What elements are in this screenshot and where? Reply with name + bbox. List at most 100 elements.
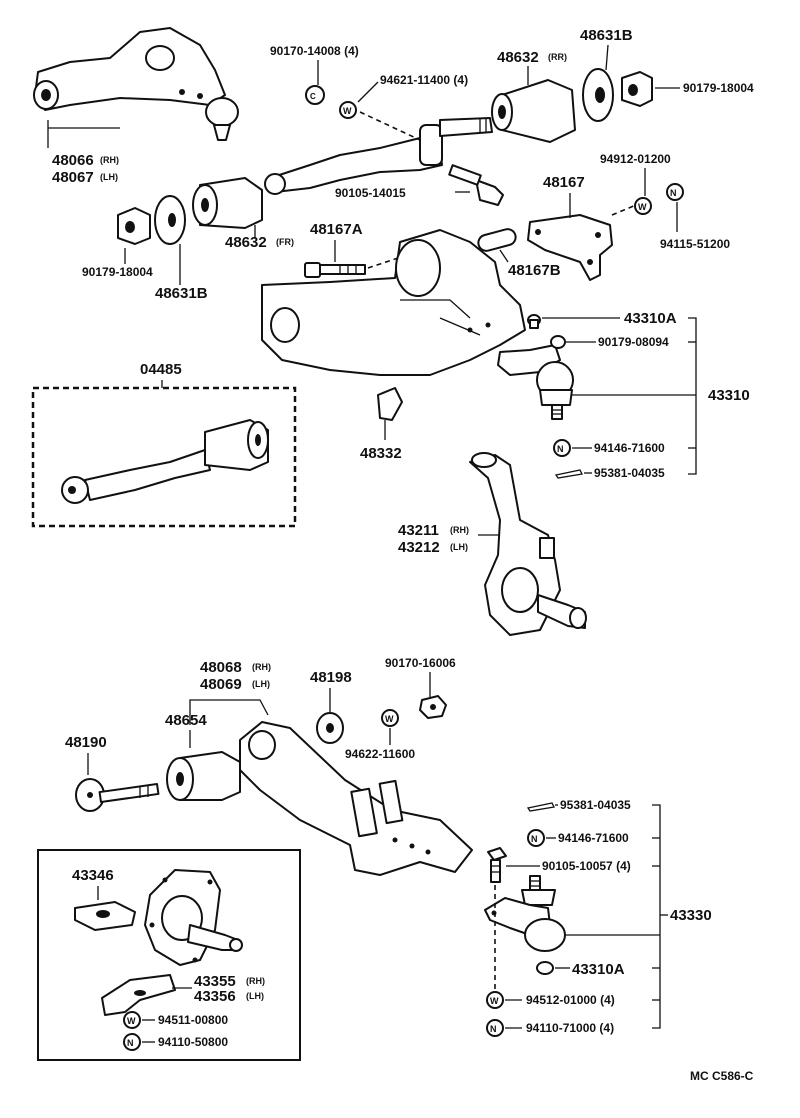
label-43355: 43355: [194, 973, 236, 990]
label-48167b: 48167B: [508, 262, 561, 279]
cotter-pin-95381-top: [554, 469, 583, 479]
label-48631b-left: 48631B: [155, 285, 208, 302]
shim-43346: [74, 901, 136, 931]
ball-joint-43330: [484, 875, 566, 952]
label-48632-rr-side: (RR): [548, 52, 567, 62]
label-48066-side: (RH): [100, 155, 119, 165]
label-43330: 43330: [670, 907, 712, 924]
nut-n-94146-bot: N: [527, 829, 545, 847]
bolt-48190: [75, 778, 160, 812]
svg-text:W: W: [638, 202, 647, 212]
svg-text:W: W: [127, 1016, 136, 1026]
label-48066: 48066: [52, 152, 94, 169]
label-94621-11400: 94621-11400 (4): [380, 73, 468, 87]
bushing-48632-fr: [192, 177, 263, 229]
label-48068-side: (RH): [252, 662, 271, 672]
svg-text:N: N: [490, 1024, 497, 1034]
label-48067-side: (LH): [100, 172, 118, 182]
label-94146-71600-top: 94146-71600: [594, 441, 665, 455]
label-04485: 04485: [140, 361, 182, 378]
kit-shaft-assembly: [61, 419, 269, 504]
bolt-90105-10057: [487, 847, 507, 883]
steering-knuckle-43211: [469, 452, 587, 636]
label-43212-side: (LH): [450, 542, 468, 552]
label-48069: 48069: [200, 676, 242, 693]
label-43212: 43212: [398, 539, 440, 556]
label-48632-fr-side: (FR): [276, 237, 294, 247]
svg-text:W: W: [385, 714, 394, 724]
dust-cover-43355: [101, 974, 176, 1016]
bushing-48654: [166, 751, 241, 801]
washer-w-94621: W: [339, 101, 357, 119]
label-48167: 48167: [543, 174, 585, 191]
nut-90179-18004-left: [117, 207, 151, 245]
label-43356-side: (LH): [246, 991, 264, 1001]
label-90170-16006: 90170-16006: [385, 656, 456, 670]
bracket-48167: [527, 214, 613, 281]
washer-48631b-top: [582, 68, 614, 122]
label-43310: 43310: [708, 387, 750, 404]
label-43355-side: (RH): [246, 976, 265, 986]
nut-n-94115: N: [666, 183, 684, 201]
label-48632-rr: 48632: [497, 49, 539, 66]
label-48332: 48332: [360, 445, 402, 462]
upper-arm-shaft: [264, 117, 493, 195]
label-43356: 43356: [194, 988, 236, 1005]
upper-control-arm: [261, 229, 526, 376]
label-94110-71000: 94110-71000 (4): [526, 1021, 614, 1035]
label-95381-04035-bot: 95381-04035: [560, 798, 631, 812]
nut-90170-16006: [419, 695, 447, 719]
label-90170-14008: 90170-14008 (4): [270, 44, 359, 58]
svg-text:N: N: [127, 1038, 134, 1048]
washer-w-94912: W: [634, 197, 652, 215]
cotter-pin-95381-bot: [526, 802, 555, 812]
label-94115-51200: 94115-51200: [660, 237, 730, 251]
ball-joint-43310: [497, 344, 574, 420]
diagram-code: MC C586-C: [690, 1069, 754, 1083]
bump-stopper-48332: [377, 387, 403, 421]
label-48190: 48190: [65, 734, 107, 751]
washer-w-94511: W: [123, 1011, 141, 1029]
nut-n-94110-71000: N: [486, 1019, 504, 1037]
bolt-48167a: [304, 262, 366, 278]
kit-box-04485: [31, 386, 297, 528]
label-48632-fr: 48632: [225, 234, 267, 251]
label-90179-08094: 90179-08094: [598, 335, 669, 349]
svg-text:W: W: [343, 106, 352, 116]
label-48069-side: (LH): [252, 679, 270, 689]
nut-90179-08094: [550, 335, 566, 349]
label-48167a: 48167A: [310, 221, 363, 238]
nut-90170-14008: C: [305, 85, 325, 105]
label-48631b-top: 48631B: [580, 27, 633, 44]
label-90179-18004-top: 90179-18004: [683, 81, 754, 95]
label-94146-71600-bot: 94146-71600: [558, 831, 629, 845]
label-43211: 43211: [398, 522, 439, 539]
pin-48167b: [477, 228, 517, 252]
label-94512-01000: 94512-01000 (4): [526, 993, 615, 1007]
bolt-90105-14015: [448, 164, 504, 206]
label-48198: 48198: [310, 669, 352, 686]
svg-text:N: N: [670, 188, 677, 198]
washer-48198: [316, 712, 344, 744]
label-48067: 48067: [52, 169, 94, 186]
label-94912-01200: 94912-01200: [600, 152, 671, 166]
label-43346: 43346: [72, 867, 114, 884]
bushing-48632-rr: [491, 79, 576, 143]
lower-control-arm: [239, 721, 473, 876]
label-94110-50800: 94110-50800: [158, 1035, 228, 1049]
washer-w-94622: W: [381, 709, 399, 727]
label-95381-04035-top: 95381-04035: [594, 466, 665, 480]
upper-arm-assembly-48066: [33, 27, 239, 141]
label-48068: 48068: [200, 659, 242, 676]
label-43310a-top: 43310A: [624, 310, 677, 327]
inset-box-spindle: [37, 849, 301, 1061]
label-94511-00800: 94511-00800: [158, 1013, 228, 1027]
svg-text:N: N: [531, 834, 538, 844]
nut-n-94110-50800: N: [123, 1033, 141, 1051]
label-43310a-bot: 43310A: [572, 961, 625, 978]
svg-text:C: C: [310, 92, 316, 101]
label-90179-18004-left: 90179-18004: [82, 265, 153, 279]
svg-text:W: W: [490, 996, 499, 1006]
bolt-43310a-bot: [536, 961, 554, 975]
